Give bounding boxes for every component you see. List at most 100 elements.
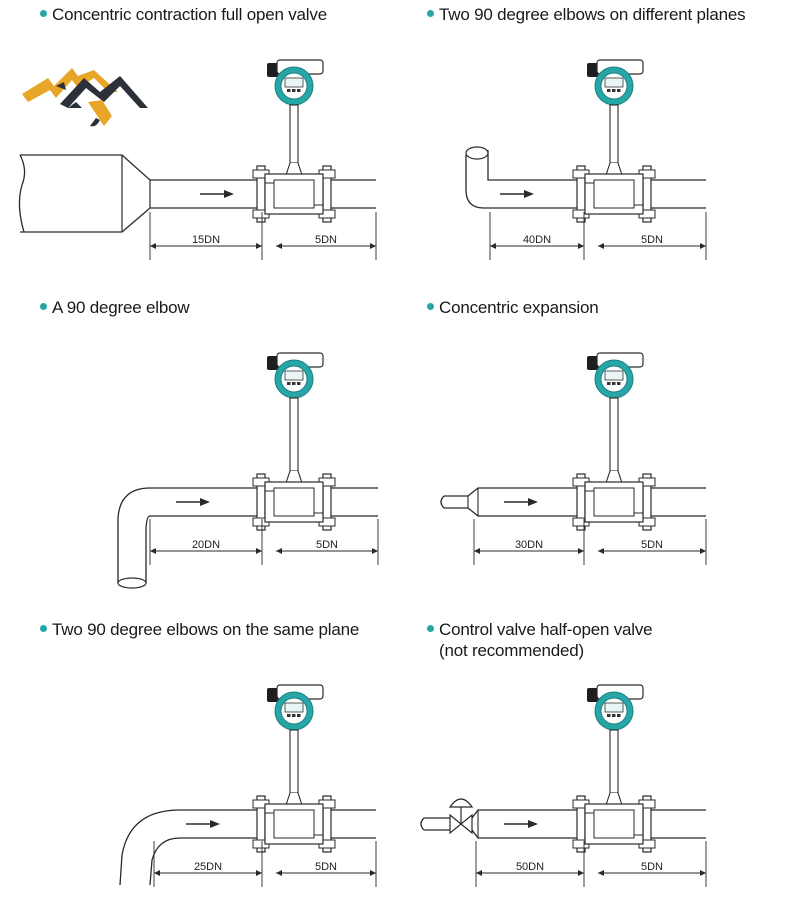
flow-meter [252, 59, 336, 223]
inlet-pipe [424, 817, 450, 831]
panel-concentric-expansion: Concentric expansion 30DN 5DN [400, 293, 800, 593]
elbow-outer [119, 809, 181, 886]
panel-two-elbows-same-plane: Two 90 degree elbows on the same plane 2… [0, 615, 400, 915]
downstream-pipe [650, 809, 706, 839]
pipe-end [117, 577, 147, 589]
upstream-bottom [444, 507, 578, 517]
display-button [607, 382, 611, 385]
meter-bore [273, 179, 315, 209]
cable-gland [267, 63, 279, 77]
pipe-break [440, 495, 445, 509]
display-button [292, 714, 296, 717]
dim-arrow [700, 548, 706, 554]
dim-arrow [154, 870, 160, 876]
dim-arrow [370, 870, 376, 876]
display-button [297, 382, 301, 385]
flow-direction-arrow [504, 820, 538, 828]
flow-direction-arrow [186, 820, 220, 828]
flow-meter [252, 684, 336, 853]
upstream-top [444, 487, 578, 497]
dim-arrow [474, 548, 480, 554]
downstream-pipe [330, 809, 376, 839]
flow-direction-arrow [500, 190, 534, 198]
dimension-lines: 30DN 5DN [473, 519, 707, 565]
cable-gland [587, 356, 599, 370]
display-screen [284, 702, 304, 713]
diagram-expansion: 30DN 5DN [440, 352, 707, 565]
downstream-length-label: 5DN [315, 234, 337, 246]
upstream-length-label: 20DN [192, 539, 220, 551]
downstream-length-label: 5DN [641, 539, 663, 551]
panel-title: Concentric expansion [427, 297, 599, 318]
panel-control-valve: Control valve half-open valve(not recomm… [400, 615, 800, 915]
display-button [612, 382, 616, 385]
meter-neck [609, 104, 619, 164]
dim-arrow [598, 243, 604, 249]
dim-arrow [276, 243, 282, 249]
pipe-break [420, 817, 425, 831]
dim-arrow [578, 243, 584, 249]
cable-gland [267, 356, 279, 370]
dim-arrow [578, 548, 584, 554]
downstream-pipe [650, 179, 706, 209]
elbow-pipe-outer [465, 155, 578, 209]
meter-neck [609, 729, 619, 794]
flow-meter [572, 59, 656, 223]
display-button [287, 714, 291, 717]
panel-title: Concentric contraction full open valve [40, 4, 327, 25]
meter-bore [593, 487, 635, 517]
dim-arrow [256, 243, 262, 249]
meter-bore [273, 809, 315, 839]
dim-arrow [700, 870, 706, 876]
dim-arrow [598, 548, 604, 554]
panel-title: Control valve half-open valve(not recomm… [427, 619, 653, 661]
flow-meter [572, 352, 656, 531]
dim-arrow [150, 548, 156, 554]
panel-title: Two 90 degree elbows on the same plane [40, 619, 359, 640]
meter-bore [593, 809, 635, 839]
flow-meter [572, 684, 656, 853]
dim-arrow [372, 548, 378, 554]
dim-arrow [256, 548, 262, 554]
upstream-length-label: 25DN [194, 861, 222, 873]
display-button [617, 382, 621, 385]
panel-two-elbows-different-planes: Two 90 degree elbows on different planes… [400, 0, 800, 300]
downstream-pipe [650, 487, 706, 517]
elbow-inner [149, 837, 181, 886]
display-button [612, 89, 616, 92]
bullet-icon [40, 625, 47, 633]
meter-neck [609, 397, 619, 472]
elbow-pipe-inner [487, 150, 578, 181]
pipe-end [465, 146, 489, 160]
cable-gland [587, 688, 599, 702]
cable-gland [587, 63, 599, 77]
downstream-pipe [330, 179, 376, 209]
meter-neck [289, 729, 299, 794]
meter-neck [289, 104, 299, 164]
display-screen [604, 370, 624, 381]
display-button [617, 89, 621, 92]
panel-title: Two 90 degree elbows on different planes [427, 4, 746, 25]
upstream-length-label: 30DN [515, 539, 543, 551]
dim-arrow [370, 243, 376, 249]
dim-arrow [256, 870, 262, 876]
display-button [297, 714, 301, 717]
dim-arrow [276, 870, 282, 876]
bullet-icon [427, 303, 434, 311]
flow-direction-arrow [176, 498, 210, 506]
dim-arrow [598, 870, 604, 876]
display-button [292, 382, 296, 385]
pipe-break [18, 154, 26, 233]
dim-arrow [578, 870, 584, 876]
downstream-pipe [330, 487, 378, 517]
downstream-length-label: 5DN [641, 861, 663, 873]
display-screen [284, 77, 304, 88]
display-screen [604, 702, 624, 713]
